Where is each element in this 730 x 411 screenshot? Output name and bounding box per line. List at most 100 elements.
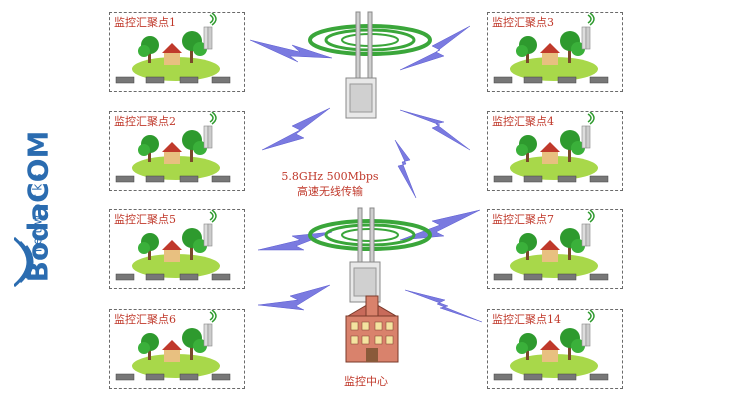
signal-icon bbox=[587, 210, 595, 223]
grass-icon bbox=[510, 57, 598, 81]
site-scene bbox=[493, 310, 609, 381]
monitoring-node: 监控汇聚点3 bbox=[487, 12, 623, 92]
grass-icon bbox=[132, 156, 220, 180]
lightning-icon bbox=[399, 209, 481, 241]
tree-icon bbox=[516, 36, 537, 63]
signal-icon bbox=[587, 310, 595, 323]
site-scene bbox=[493, 210, 609, 281]
grass-icon bbox=[132, 254, 220, 278]
house-icon bbox=[540, 142, 560, 164]
tree-icon bbox=[138, 36, 159, 63]
site-scene bbox=[115, 210, 231, 281]
house-icon bbox=[162, 340, 182, 362]
site-scene bbox=[115, 112, 231, 183]
grass-icon bbox=[510, 354, 598, 378]
antenna-icon bbox=[581, 26, 591, 50]
node-label: 监控汇聚点5 bbox=[114, 213, 176, 226]
tree-icon bbox=[560, 228, 585, 260]
grass-icon bbox=[510, 254, 598, 278]
camera-icon bbox=[493, 175, 609, 183]
node-label: 监控汇聚点3 bbox=[492, 16, 554, 29]
tree-icon bbox=[182, 130, 207, 162]
signal-icon bbox=[587, 13, 595, 26]
site-scene bbox=[115, 310, 231, 381]
tree-icon bbox=[182, 228, 207, 260]
house-icon bbox=[540, 240, 560, 262]
lightning-icon bbox=[257, 231, 333, 251]
grass-icon bbox=[132, 354, 220, 378]
building-icon bbox=[345, 295, 399, 363]
node-label: 监控汇聚点1 bbox=[114, 16, 176, 29]
monitoring-node: 监控汇聚点6 bbox=[109, 309, 245, 389]
signal-icon bbox=[209, 210, 217, 223]
tree-icon bbox=[516, 333, 537, 360]
lightning-icon bbox=[399, 109, 471, 151]
monitoring-node: 监控汇聚点14 bbox=[487, 309, 623, 389]
antenna-icon bbox=[581, 323, 591, 347]
antenna-icon bbox=[581, 125, 591, 149]
camera-icon bbox=[115, 273, 231, 281]
house-icon bbox=[162, 142, 182, 164]
site-scene bbox=[493, 13, 609, 84]
monitoring-node: 监控汇聚点1 bbox=[109, 12, 245, 92]
camera-icon bbox=[115, 76, 231, 84]
lightning-icon bbox=[249, 39, 333, 63]
signal-icon bbox=[209, 112, 217, 125]
monitoring-node: 监控汇聚点2 bbox=[109, 111, 245, 191]
node-label: 监控汇聚点4 bbox=[492, 115, 554, 128]
antenna-icon bbox=[203, 223, 213, 247]
camera-icon bbox=[493, 373, 609, 381]
node-label: 监控汇聚点14 bbox=[492, 313, 561, 326]
monitoring-node: 监控汇聚点5 bbox=[109, 209, 245, 289]
signal-icon bbox=[587, 112, 595, 125]
link-speed-line1: 5.8GHz 500Mbps bbox=[281, 170, 379, 183]
camera-icon bbox=[493, 273, 609, 281]
lightning-icon-group bbox=[249, 25, 483, 323]
camera-icon bbox=[115, 175, 231, 183]
site-scene bbox=[493, 112, 609, 183]
signal-icon bbox=[209, 310, 217, 323]
camera-icon bbox=[493, 76, 609, 84]
house-icon bbox=[162, 240, 182, 262]
site-scene bbox=[115, 13, 231, 84]
monitoring-node: 监控汇聚点4 bbox=[487, 111, 623, 191]
tree-icon bbox=[182, 328, 207, 360]
lightning-icon bbox=[404, 289, 483, 323]
house-icon bbox=[540, 340, 560, 362]
lightning-icon bbox=[394, 139, 417, 199]
tree-icon bbox=[138, 233, 159, 260]
tree-icon bbox=[516, 233, 537, 260]
node-label: 监控汇聚点2 bbox=[114, 115, 176, 128]
lightning-icon bbox=[261, 107, 331, 151]
node-label: 监控汇聚点6 bbox=[114, 313, 176, 326]
grass-icon bbox=[132, 57, 220, 81]
tree-icon bbox=[138, 135, 159, 162]
antenna-icon bbox=[203, 323, 213, 347]
lightning-icon bbox=[257, 284, 331, 311]
antenna-icon bbox=[581, 223, 591, 247]
link-speed-line2: 高速无线传输 bbox=[297, 185, 363, 198]
house-icon bbox=[540, 43, 560, 65]
tree-icon bbox=[560, 328, 585, 360]
tree-icon bbox=[138, 333, 159, 360]
house-icon bbox=[162, 43, 182, 65]
node-label: 监控汇聚点7 bbox=[492, 213, 554, 226]
tree-icon bbox=[560, 130, 585, 162]
tree-icon bbox=[560, 31, 585, 63]
antenna-icon bbox=[203, 26, 213, 50]
antenna-icon bbox=[349, 207, 381, 303]
monitoring-node: 监控汇聚点7 bbox=[487, 209, 623, 289]
grass-icon bbox=[510, 156, 598, 180]
bodacom-logo: BodaCOM networks bbox=[14, 110, 84, 300]
monitoring-center-label: 监控中心 bbox=[344, 375, 388, 388]
lightning-icon bbox=[399, 25, 471, 71]
antenna-icon bbox=[203, 125, 213, 149]
link-speed-caption: 5.8GHz 500Mbps 高速无线传输 bbox=[270, 170, 390, 199]
antenna-icon bbox=[345, 11, 377, 119]
signal-icon bbox=[209, 13, 217, 26]
camera-icon bbox=[115, 373, 231, 381]
tree-icon bbox=[182, 31, 207, 63]
logo-signal-icon bbox=[14, 236, 34, 288]
tree-icon bbox=[516, 135, 537, 162]
